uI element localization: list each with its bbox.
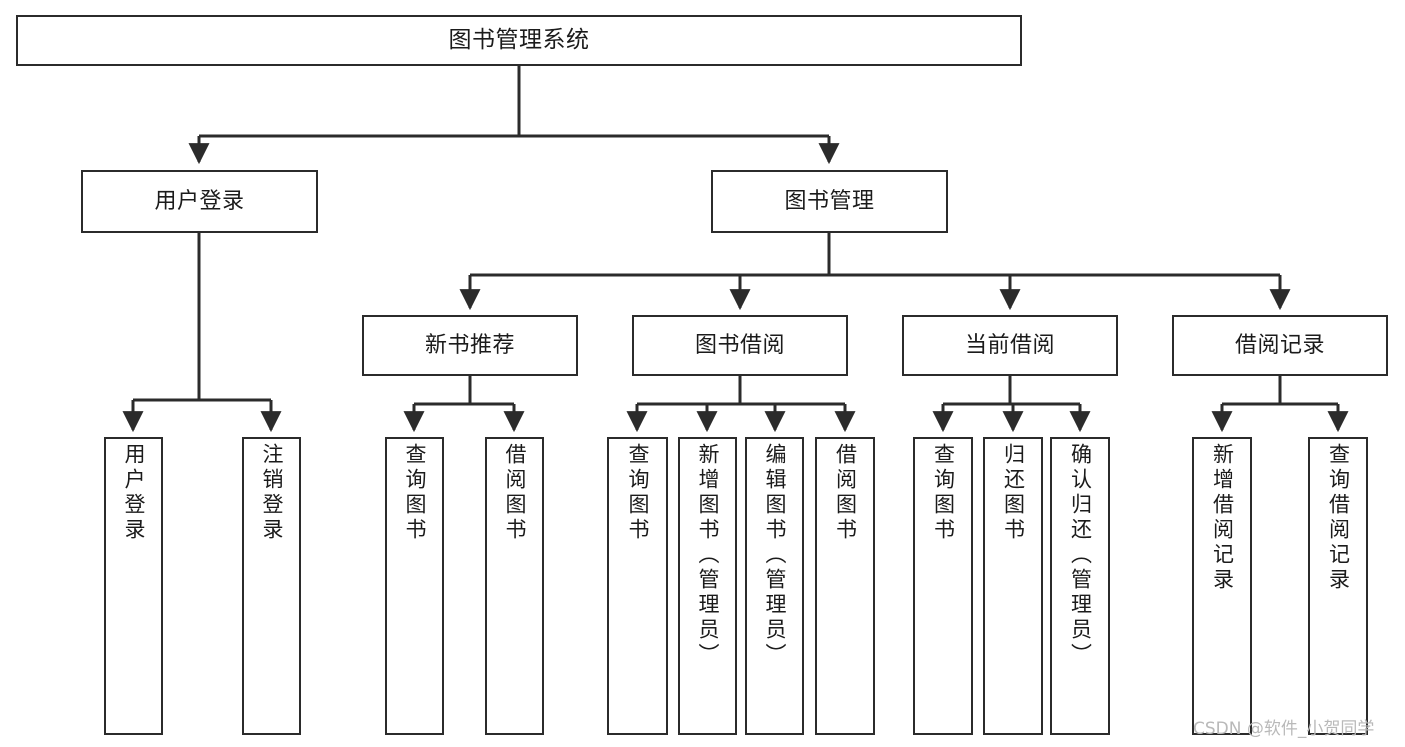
- leaf-new-book-query[interactable]: 查询图书: [385, 437, 444, 735]
- node-label: 借阅记录: [1234, 332, 1325, 358]
- leaf-user-login-logout[interactable]: 注销登录: [242, 437, 301, 735]
- leaf-current-borrow-query[interactable]: 查询图书: [913, 437, 973, 735]
- leaf-current-borrow-return[interactable]: 归还图书: [983, 437, 1043, 735]
- node-label: 新书推荐: [424, 332, 515, 358]
- node-current-borrow[interactable]: 当前借阅: [902, 315, 1118, 376]
- node-root-system[interactable]: 图书管理系统: [16, 15, 1022, 66]
- leaf-book-borrow-add[interactable]: 新增图书（管理员）: [678, 437, 737, 735]
- node-label: 借阅图书: [833, 443, 858, 543]
- node-label: 用户登录: [122, 443, 146, 543]
- leaf-borrow-record-query[interactable]: 查询借阅记录: [1308, 437, 1368, 735]
- node-label: 归还图书: [1001, 443, 1026, 543]
- node-label: 编辑图书（管理员）: [763, 443, 787, 668]
- watermark-credit: CSDN @软件_小贺同学: [1193, 719, 1375, 739]
- node-label: 确认归还（管理员）: [1068, 443, 1093, 668]
- node-label: 查询图书: [931, 443, 956, 543]
- node-label: 当前借阅: [964, 332, 1055, 358]
- node-label: 新增图书（管理员）: [696, 443, 720, 668]
- node-label: 注销登录: [260, 443, 284, 543]
- leaf-borrow-record-add[interactable]: 新增借阅记录: [1192, 437, 1252, 735]
- node-label: 图书管理: [784, 188, 875, 214]
- node-label: 图书借阅: [694, 332, 785, 358]
- node-label: 图书管理系统: [448, 27, 590, 54]
- node-label: 查询图书: [403, 443, 427, 543]
- node-label: 借阅图书: [503, 443, 527, 543]
- node-new-book-recommend[interactable]: 新书推荐: [362, 315, 578, 376]
- node-label: 用户登录: [154, 188, 245, 214]
- leaf-new-book-borrow[interactable]: 借阅图书: [485, 437, 544, 735]
- node-label: 新增借阅记录: [1210, 443, 1235, 593]
- leaf-user-login-login[interactable]: 用户登录: [104, 437, 163, 735]
- leaf-current-borrow-confirm-return[interactable]: 确认归还（管理员）: [1050, 437, 1110, 735]
- leaf-book-borrow-borrow[interactable]: 借阅图书: [815, 437, 875, 735]
- node-label: 查询借阅记录: [1326, 443, 1351, 593]
- node-borrow-record[interactable]: 借阅记录: [1172, 315, 1388, 376]
- node-label: 查询图书: [626, 443, 650, 543]
- node-user-login[interactable]: 用户登录: [81, 170, 318, 233]
- leaf-book-borrow-query[interactable]: 查询图书: [607, 437, 668, 735]
- node-book-borrow[interactable]: 图书借阅: [632, 315, 848, 376]
- node-book-management[interactable]: 图书管理: [711, 170, 948, 233]
- leaf-book-borrow-edit[interactable]: 编辑图书（管理员）: [745, 437, 804, 735]
